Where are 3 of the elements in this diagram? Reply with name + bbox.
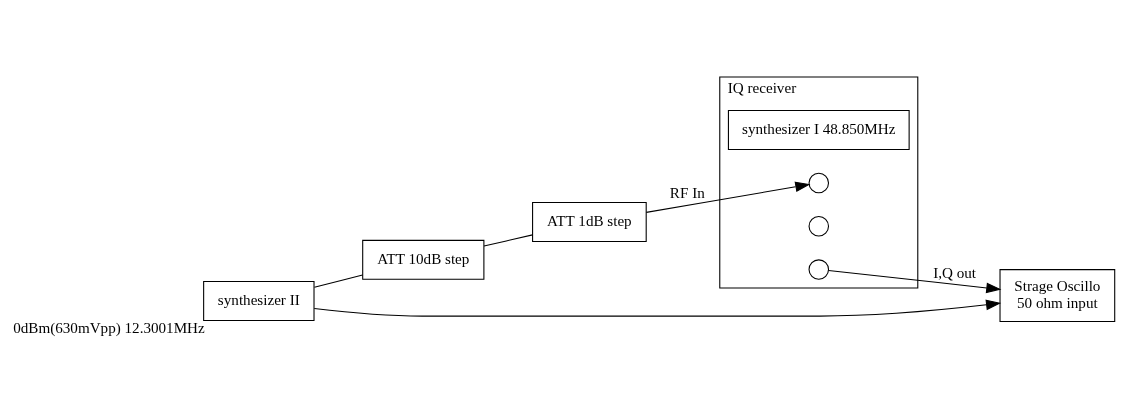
edge-label: RF In: [669, 185, 705, 202]
node-label: 0dBm(630mVpp) 12.3001MHz: [13, 319, 205, 336]
edge-label: I,Q out: [933, 265, 976, 282]
